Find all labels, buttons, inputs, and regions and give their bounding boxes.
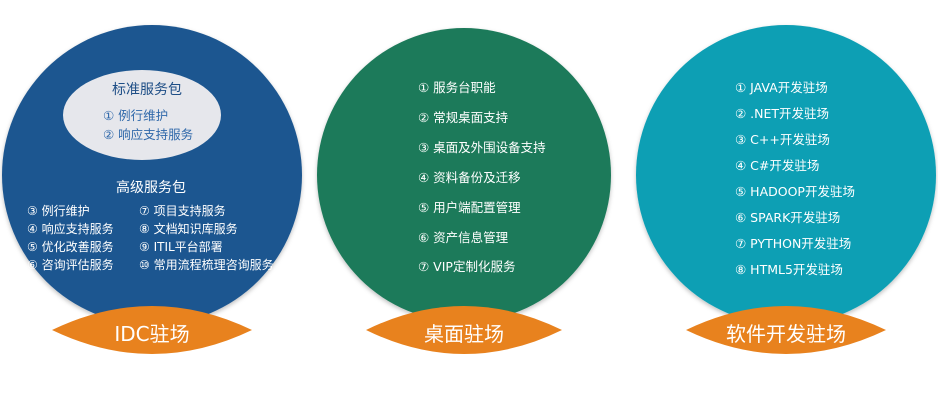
desktop-item-1: ① 服务台职能 [418, 80, 496, 95]
software-item-4: ④ C#开发驻场 [735, 158, 820, 173]
software-label: 软件开发驻场 [726, 322, 846, 346]
desktop-item-5: ⑤ 用户端配置管理 [418, 200, 521, 215]
advanced-item-4: ④ 响应支持服务 [27, 222, 114, 236]
idc-circle [2, 25, 302, 325]
desktop-item-6: ⑥ 资产信息管理 [418, 230, 509, 245]
software-item-8: ⑧ HTML5开发驻场 [735, 262, 843, 277]
advanced-item-5: ⑤ 优化改善服务 [27, 240, 114, 254]
advanced-package-title: 高级服务包 [116, 180, 186, 196]
desktop-label: 桌面驻场 [424, 322, 504, 346]
desktop-circle [317, 28, 611, 322]
advanced-item-8: ⑧ 文档知识库服务 [139, 222, 238, 236]
desktop-item-3: ③ 桌面及外围设备支持 [418, 140, 546, 155]
software-item-3: ③ C++开发驻场 [735, 132, 830, 147]
advanced-item-10: ⑩ 常用流程梳理咨询服务 [139, 258, 274, 272]
standard-package-ellipse [63, 70, 221, 160]
desktop-tab-shape [366, 306, 562, 354]
idc-tab-shape [52, 306, 252, 354]
standard-package-title: 标准服务包 [112, 82, 182, 98]
software-item-1: ① JAVA开发驻场 [735, 80, 828, 95]
desktop-item-2: ② 常规桌面支持 [418, 110, 509, 125]
advanced-item-9: ⑨ ITIL平台部署 [139, 240, 223, 254]
advanced-item-3: ③ 例行维护 [27, 204, 90, 218]
advanced-item-7: ⑦ 项目支持服务 [139, 204, 226, 218]
software-tab-shape [686, 306, 886, 354]
software-item-5: ⑤ HADOOP开发驻场 [735, 184, 855, 199]
software-circle [636, 25, 936, 325]
software-item-6: ⑥ SPARK开发驻场 [735, 210, 841, 225]
standard-item-2: ② 响应支持服务 [103, 127, 194, 142]
standard-item-1: ① 例行维护 [103, 108, 169, 123]
desktop-item-4: ④ 资料备份及迁移 [418, 170, 521, 185]
software-item-7: ⑦ PYTHON开发驻场 [735, 236, 852, 251]
software-item-2: ② .NET开发驻场 [735, 106, 830, 121]
advanced-item-6: ⑥ 咨询评估服务 [27, 258, 114, 272]
desktop-item-7: ⑦ VIP定制化服务 [418, 259, 516, 274]
idc-label: IDC驻场 [114, 322, 190, 346]
